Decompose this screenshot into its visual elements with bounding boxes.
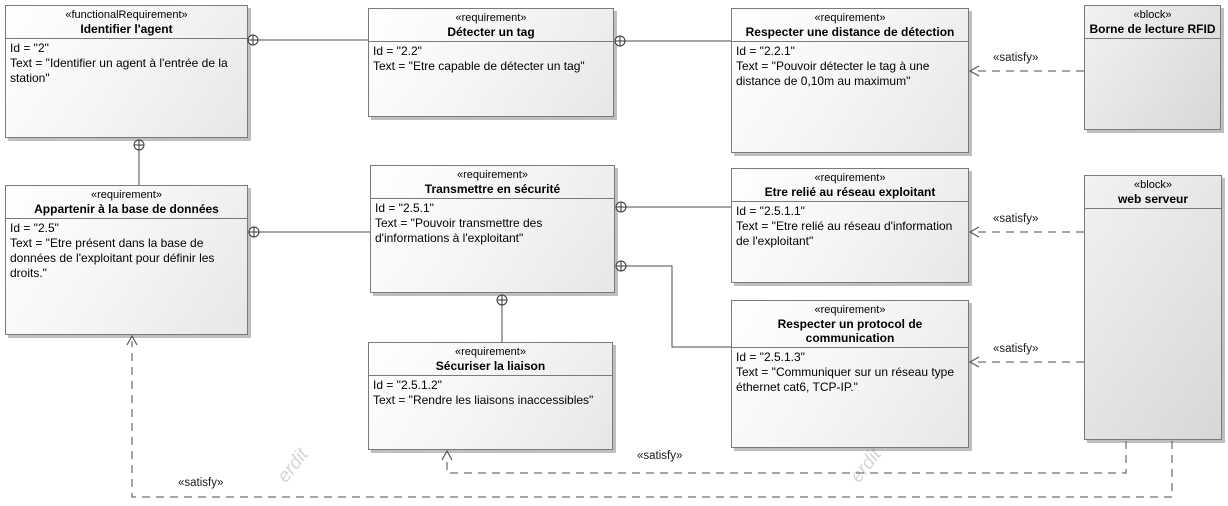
requirement-transmettre-en-securite[interactable]: «requirement» Transmettre en sécurité Id… xyxy=(370,165,615,293)
node-header: «requirement» Transmettre en sécurité xyxy=(371,166,614,199)
satisfy-connector[interactable] xyxy=(131,70,1173,498)
node-name: Sécuriser la liaison xyxy=(435,359,546,373)
node-name: Identifier l'agent xyxy=(80,22,173,36)
id-line: Id = "2.5.1.1" xyxy=(736,204,805,218)
requirement-identifier-l-agent[interactable]: «functionalRequirement» Identifier l'age… xyxy=(5,5,248,138)
stereotype-label: «requirement» xyxy=(457,169,528,181)
node-header: «requirement» Respecter un protocol de c… xyxy=(732,301,968,348)
requirement-etre-relie-reseau-exploitant[interactable]: «requirement» Etre relié au réseau explo… xyxy=(731,168,969,283)
id-line: Id = "2.2" xyxy=(373,44,422,58)
stereotype-label: «block» xyxy=(1133,9,1172,21)
id-line: Id = "2.5.1" xyxy=(375,201,434,215)
watermark-text: erdit xyxy=(273,444,313,487)
node-name: Détecter un tag xyxy=(447,25,535,39)
block-web-serveur[interactable]: «block» web serveur xyxy=(1084,175,1222,440)
node-body xyxy=(1085,209,1221,213)
node-body: Id = "2.5.1.2" Text = "Rendre les liaiso… xyxy=(369,376,612,410)
stereotype-label: «requirement» xyxy=(814,172,886,184)
stereotype-label: «block» xyxy=(1134,179,1172,191)
block-borne-de-lecture-rfid[interactable]: «block» Borne de lecture RFID xyxy=(1084,5,1221,130)
requirement-detecter-un-tag[interactable]: «requirement» Détecter un tag Id = "2.2"… xyxy=(368,8,614,117)
stereotype-label: «requirement» xyxy=(91,189,162,201)
stereotype-label: «requirement» xyxy=(455,12,527,24)
requirement-securiser-la-liaison[interactable]: «requirement» Sécuriser la liaison Id = … xyxy=(368,342,613,450)
text-line: Text = "Pouvoir détecter le tag à une di… xyxy=(736,59,930,88)
watermark-text: erdit xyxy=(846,444,886,487)
text-line: Text = "Rendre les liaisons inaccessible… xyxy=(373,393,594,407)
stereotype-label: «requirement» xyxy=(814,304,886,316)
node-body: Id = "2.5.1.1" Text = "Etre relié au rés… xyxy=(732,202,968,251)
node-header: «functionalRequirement» Identifier l'age… xyxy=(6,6,247,39)
id-line: Id = "2.5.1.2" xyxy=(373,378,442,392)
node-body: Id = "2.2" Text = "Etre capable de détec… xyxy=(369,42,613,76)
satisfy-label: «satisfy» xyxy=(637,450,683,462)
requirement-appartenir-base-de-donnees[interactable]: «requirement» Appartenir à la base de do… xyxy=(5,185,248,335)
node-header: «requirement» Sécuriser la liaison xyxy=(369,343,612,376)
satisfy-label: «satisfy» xyxy=(993,343,1039,355)
node-name: Transmettre en sécurité xyxy=(424,182,561,196)
text-line: Text = "Etre relié au réseau d'informati… xyxy=(736,219,953,248)
text-line: Text = "Etre capable de détecter un tag" xyxy=(373,59,585,73)
node-name: Appartenir à la base de données xyxy=(34,202,219,216)
id-line: Id = "2.2.1" xyxy=(736,44,795,58)
node-body: Id = "2.2.1" Text = "Pouvoir détecter le… xyxy=(732,42,968,91)
id-line: Id = "2.5.1.3" xyxy=(736,350,805,364)
requirement-respecter-distance-detection[interactable]: «requirement» Respecter une distance de … xyxy=(731,8,969,153)
node-body: Id = "2" Text = "Identifier un agent à l… xyxy=(6,39,247,88)
satisfy-label: «satisfy» xyxy=(178,477,224,489)
node-body: Id = "2.5" Text = "Etre présent dans la … xyxy=(6,219,247,283)
node-header: «block» Borne de lecture RFID xyxy=(1085,6,1220,39)
node-body: Id = "2.5.1" Text = "Pouvoir transmettre… xyxy=(371,199,614,248)
requirement-respecter-protocol-communication[interactable]: «requirement» Respecter un protocol de c… xyxy=(731,300,969,448)
node-name: Etre relié au réseau exploitant xyxy=(764,185,936,199)
node-name: web serveur xyxy=(1117,192,1189,206)
node-header: «requirement» Etre relié au réseau explo… xyxy=(732,169,968,202)
node-header: «requirement» Respecter une distance de … xyxy=(732,9,968,42)
id-line: Id = "2" xyxy=(10,41,49,55)
stereotype-label: «functionalRequirement» xyxy=(65,9,188,21)
id-line: Id = "2.5" xyxy=(10,221,59,235)
satisfy-label: «satisfy» xyxy=(993,52,1039,64)
node-body xyxy=(1085,39,1220,43)
stereotype-label: «requirement» xyxy=(455,346,526,358)
node-header: «block» web serveur xyxy=(1085,176,1221,209)
satisfy-label: «satisfy» xyxy=(993,213,1039,225)
node-header: «requirement» Détecter un tag xyxy=(369,9,613,42)
node-name: Borne de lecture RFID xyxy=(1089,22,1216,36)
node-body: Id = "2.5.1.3" Text = "Communiquer sur u… xyxy=(732,348,968,397)
text-line: Text = "Identifier un agent à l'entrée d… xyxy=(10,56,228,85)
node-header: «requirement» Appartenir à la base de do… xyxy=(6,186,247,219)
text-line: Text = "Pouvoir transmettre des d'inform… xyxy=(375,216,543,245)
node-name: Respecter une distance de détection xyxy=(745,25,955,39)
node-name: Respecter un protocol de communication xyxy=(777,317,923,345)
text-line: Text = "Etre présent dans la base de don… xyxy=(10,236,215,280)
text-line: Text = "Communiquer sur un réseau type é… xyxy=(736,365,955,394)
stereotype-label: «requirement» xyxy=(814,12,886,24)
